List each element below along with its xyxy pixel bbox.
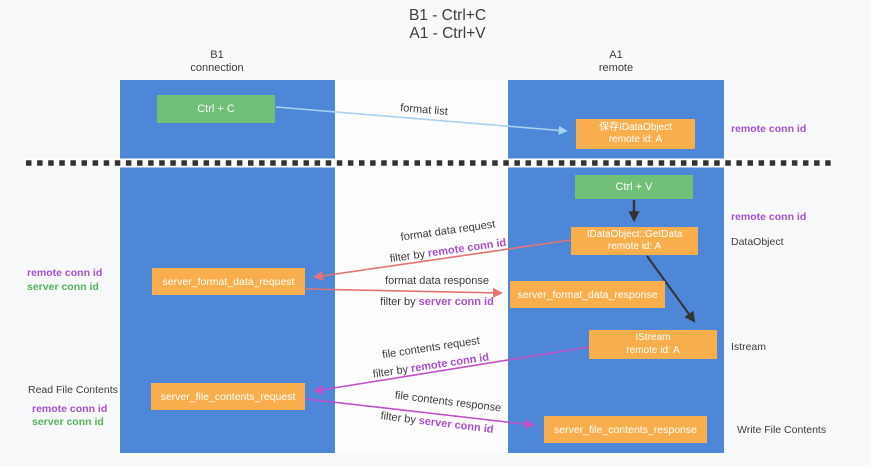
title-line-1: B1 - Ctrl+C	[408, 7, 487, 24]
node-ctrl-v: Ctrl + V	[575, 175, 693, 199]
lane-b1-name: B1	[210, 49, 224, 61]
lane-header-b1: B1 connection	[157, 49, 277, 75]
lane-header-a1: A1 remote	[556, 49, 676, 75]
diagram-title: B1 - Ctrl+C A1 - Ctrl+V	[24, 7, 871, 43]
node-istream-line2: remote id: A	[626, 344, 680, 356]
server-conn-id-key: server conn id	[418, 296, 494, 308]
node-ctrl-c-label: Ctrl + C	[197, 103, 235, 115]
node-save-idataobject: 保存IDataObject remote id: A	[576, 119, 695, 149]
node-istream: IStream remote id: A	[589, 330, 717, 359]
node-save-idataobject-line1: 保存IDataObject	[599, 121, 672, 133]
annotation-istream: Istream	[731, 341, 767, 353]
node-format-response-label: server_format_data_response	[517, 288, 658, 301]
annotation-remote-conn-id-right-1: remote conn id	[731, 123, 807, 135]
node-server-format-data-request: server_format_data_request	[152, 268, 305, 295]
node-getdata-line2: remote id: A	[607, 241, 662, 252]
node-ctrl-c: Ctrl + C	[157, 95, 275, 123]
lane-a1-subtitle: remote	[598, 62, 634, 74]
annotation-remote-conn-id-left-1: remote conn id	[27, 267, 103, 279]
annotation-dataobject: DataObject	[731, 236, 784, 248]
annotation-read-file-contents: Read File Contents	[28, 384, 118, 396]
arrow-label-format-data-response: format data response	[385, 275, 489, 287]
node-file-response-label: server_file_contents_response	[553, 423, 697, 436]
annotation-remote-conn-id-right-2: remote conn id	[731, 211, 807, 223]
node-server-file-contents-request: server_file_contents_request	[151, 383, 305, 410]
node-format-request-label: server_format_data_request	[162, 275, 295, 288]
node-server-format-data-response: server_format_data_response	[510, 281, 665, 308]
lane-b1-subtitle: connection	[190, 62, 244, 74]
annotation-write-file-contents: Write File Contents	[737, 424, 827, 436]
annotation-server-conn-id-left-2: server conn id	[32, 416, 104, 428]
node-getdata-line1: IDataObject::GetData	[586, 228, 683, 240]
node-istream-line1: IStream	[635, 332, 671, 343]
node-idataobject-getdata: IDataObject::GetData remote id: A	[571, 227, 698, 255]
filter-by-text: filter by	[380, 296, 416, 308]
title-line-2: A1 - Ctrl+V	[409, 25, 486, 42]
lane-a1-name: A1	[609, 49, 623, 61]
annotation-remote-conn-id-left-2: remote conn id	[32, 403, 108, 415]
annotation-server-conn-id-left-1: server conn id	[27, 281, 99, 293]
node-save-idataobject-line2: remote id: A	[608, 134, 663, 145]
node-file-request-label: server_file_contents_request	[160, 390, 296, 403]
node-ctrl-v-label: Ctrl + V	[615, 181, 653, 193]
node-server-file-contents-response: server_file_contents_response	[544, 416, 707, 443]
